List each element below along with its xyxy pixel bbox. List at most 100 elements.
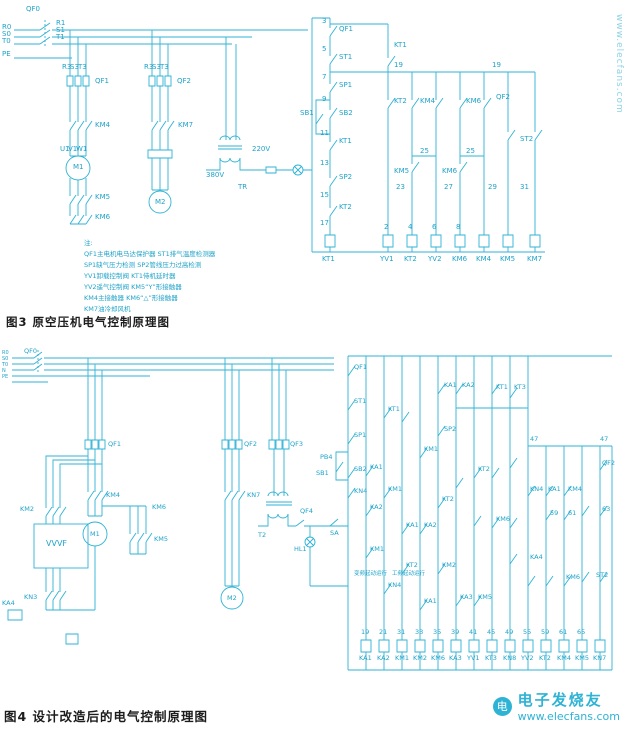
- circuit-label: M2: [227, 594, 237, 602]
- circuit-label: KM5: [575, 654, 590, 662]
- note-line: KM7油冷却风机: [84, 305, 131, 313]
- circuit-label: KM4: [557, 654, 572, 662]
- circuit-label: KM1: [370, 545, 385, 553]
- circuit-label: W1: [76, 145, 88, 153]
- circuit-label: SA: [330, 529, 339, 537]
- watermark-text: 电子发烧友 www.elecfans.com: [518, 689, 620, 723]
- circuit-label: YV1: [380, 255, 394, 263]
- circuit-label: 61: [559, 628, 568, 636]
- circuit-label: 9: [322, 95, 327, 103]
- circuit-label: PE: [2, 374, 9, 380]
- circuit-label: KA4: [530, 553, 543, 561]
- circuit-label: KA2: [424, 521, 437, 529]
- circuit-label: KM5: [500, 255, 516, 263]
- circuit-label: KA2: [377, 654, 390, 662]
- circuit-label: R1: [56, 19, 66, 27]
- circuit-label: QF4: [300, 507, 313, 515]
- circuit-label: KT2: [394, 97, 407, 105]
- circuit-label: SP1: [354, 431, 367, 439]
- circuit-label: KM5: [95, 193, 111, 201]
- circuit-label: 31: [397, 628, 406, 636]
- circuit-label: KN4: [388, 581, 402, 589]
- circuit-label: 47: [530, 435, 539, 443]
- circuit-label: SP2: [444, 425, 457, 433]
- circuit-label: KM6: [152, 503, 167, 511]
- circuit-label: 220V: [252, 145, 271, 153]
- circuit-label: 变频起动运行: [354, 571, 388, 577]
- circuit-label: KM2: [442, 561, 457, 569]
- circuit-label: S0: [2, 356, 9, 362]
- circuit-label: KA1: [444, 381, 457, 389]
- circuit-label: KM7: [527, 255, 543, 263]
- note-line: YV2遥气控制阀 KM5“Y”形接触器: [84, 283, 182, 291]
- circuit-label: KA3: [449, 654, 462, 662]
- circuit-label: KM2: [20, 505, 35, 513]
- circuit-label: SP2: [339, 173, 353, 181]
- circuit-label: KM6: [452, 255, 468, 263]
- circuit-label: QF1: [354, 363, 367, 371]
- circuit-label: KM4: [476, 255, 492, 263]
- circuit-label: 59: [550, 509, 559, 517]
- circuit-label: S0: [2, 30, 11, 38]
- watermark-brand: 电子发烧友: [517, 691, 603, 709]
- circuit-label: QF0: [26, 5, 40, 13]
- circuit-label: M1: [90, 530, 100, 538]
- circuit-label: QF2: [177, 77, 191, 85]
- circuit-label: M2: [155, 198, 166, 206]
- note-line: SP1缺气压力检测 SP2管线压力过高检测: [84, 261, 202, 269]
- circuit-label: KT1: [394, 41, 407, 49]
- circuit-label: 27: [444, 183, 453, 191]
- circuit-label: KN4: [354, 487, 368, 495]
- circuit-label: 65: [577, 628, 586, 636]
- circuit-label: KT2: [442, 495, 454, 503]
- circuit-label: 8: [456, 223, 461, 231]
- circuit-label: KM1: [388, 485, 403, 493]
- figure4-circuit-svg: [7, 350, 613, 671]
- circuit-label: KA3: [460, 593, 473, 601]
- watermark: 电 电子发烧友 www.elecfans.com: [492, 689, 620, 723]
- circuit-label: KM6: [566, 573, 581, 581]
- circuit-label: 31: [520, 183, 529, 191]
- circuit-label: 39: [451, 628, 460, 636]
- circuit-label: T0: [2, 37, 11, 45]
- circuit-label: R0: [2, 23, 12, 31]
- circuit-label: 19: [394, 61, 403, 69]
- circuit-label: ST2: [596, 571, 609, 579]
- circuit-label: KT3: [485, 654, 497, 662]
- circuit-label: YV1: [467, 654, 480, 662]
- circuit-label: KM4: [568, 485, 583, 493]
- circuit-label: U1: [60, 145, 70, 153]
- circuit-label: KT1: [388, 405, 400, 413]
- circuit-label: 23: [396, 183, 405, 191]
- circuit-label: KM4: [420, 97, 436, 105]
- circuit-label: KT1: [339, 137, 352, 145]
- circuit-label: KN7: [247, 491, 261, 499]
- circuit-label: TR: [238, 183, 248, 191]
- circuit-label: KM6: [95, 213, 111, 221]
- circuit-label: ST1: [354, 397, 367, 405]
- circuit-label: KA1: [406, 521, 419, 529]
- side-watermark-url: www.elecfans.com: [614, 14, 624, 114]
- circuit-label: 61: [568, 509, 577, 517]
- circuit-label: S3: [152, 63, 161, 71]
- circuit-label: QF1: [95, 77, 109, 85]
- circuit-label: T1: [56, 33, 65, 41]
- circuit-label: T0: [2, 362, 9, 368]
- circuit-label: M1: [73, 163, 84, 171]
- circuit-label: 15: [320, 191, 329, 199]
- circuit-label: T2: [258, 531, 267, 539]
- circuit-label: R3: [144, 63, 154, 71]
- circuit-label: PE: [2, 50, 11, 58]
- circuit-label: KT2: [404, 255, 417, 263]
- circuit-label: 11: [320, 129, 329, 137]
- circuit-label: S1: [56, 26, 65, 34]
- watermark-url: www.elecfans.com: [517, 710, 620, 723]
- circuit-label: SP1: [339, 81, 353, 89]
- note-line: 注:: [84, 239, 93, 247]
- circuit-label: KT1: [496, 383, 508, 391]
- circuit-label: QF0: [24, 347, 37, 355]
- circuit-label: 25: [420, 147, 429, 155]
